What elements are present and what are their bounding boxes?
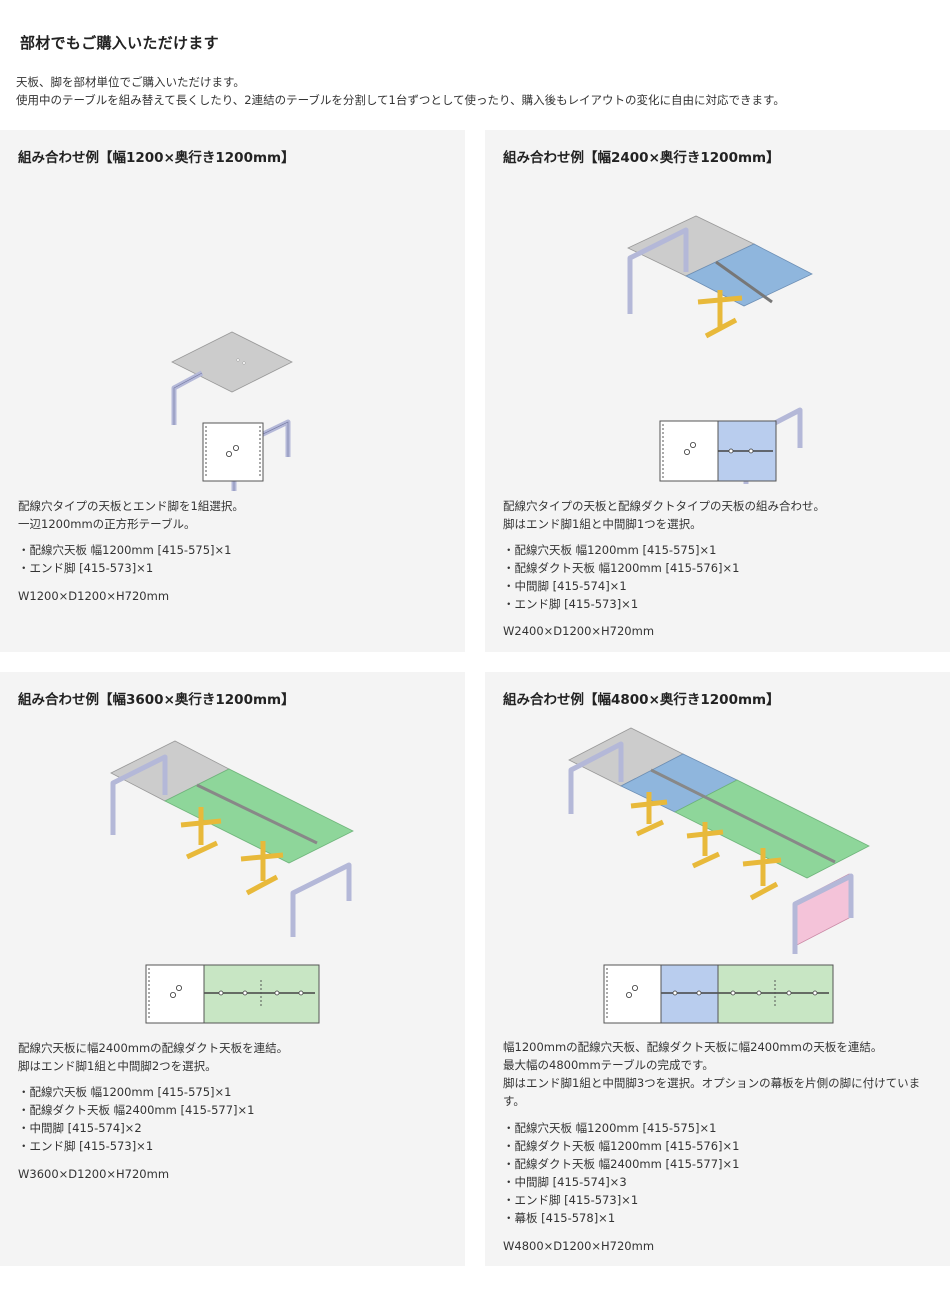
card-title: 組み合わせ例【幅4800×奥行き1200mm】: [503, 692, 780, 708]
card-title: 組み合わせ例【幅1200×奥行き1200mm】: [18, 150, 295, 166]
plan-view-diagram: [145, 964, 320, 1024]
desc-line: 配線穴タイプの天板と配線ダクトタイプの天板の組み合わせ。: [503, 499, 825, 513]
dimensions-text: W2400×D1200×H720mm: [503, 624, 655, 638]
combo-card-4800: 組み合わせ例【幅4800×奥行き1200mm】 幅1200mmの配線穴天板、配線…: [485, 672, 950, 1266]
page-title: 部材でもご購入いただけます: [20, 34, 219, 52]
dimensions-text: W4800×D1200×H720mm: [503, 1239, 655, 1253]
parts-item: ・エンド脚 [415-573]×1: [18, 1139, 154, 1153]
dimensions-text: W3600×D1200×H720mm: [18, 1167, 170, 1181]
card-title: 組み合わせ例【幅3600×奥行き1200mm】: [18, 692, 295, 708]
plan-view-diagram: [202, 422, 264, 482]
parts-item: ・配線ダクト天板 幅1200mm [415-576]×1: [503, 1139, 740, 1153]
combo-card-1200: 組み合わせ例【幅1200×奥行き1200mm】 配線穴タイプの天板とエンド脚を1…: [0, 130, 465, 652]
desc-line: 一辺1200mmの正方形テーブル。: [18, 517, 196, 531]
parts-list: ・配線穴天板 幅1200mm [415-575]×1 ・配線ダクト天板 幅240…: [18, 1083, 254, 1155]
parts-list: ・配線穴天板 幅1200mm [415-575]×1 ・エンド脚 [415-57…: [18, 541, 231, 577]
parts-item: ・中間脚 [415-574]×3: [503, 1175, 627, 1189]
isometric-table-illustration: [568, 727, 870, 954]
combo-card-3600: 組み合わせ例【幅3600×奥行き1200mm】 配線穴天板に幅2400mmの配線…: [0, 672, 465, 1266]
desc-line: 最大幅の4800mmテーブルの完成です。: [503, 1058, 714, 1072]
parts-list: ・配線穴天板 幅1200mm [415-575]×1 ・配線ダクト天板 幅120…: [503, 541, 739, 613]
parts-item: ・配線ダクト天板 幅2400mm [415-577]×1: [18, 1103, 255, 1117]
parts-item: ・配線ダクト天板 幅1200mm [415-576]×1: [503, 561, 740, 575]
card-description: 幅1200mmの配線穴天板、配線ダクト天板に幅2400mmの天板を連結。 最大幅…: [503, 1038, 933, 1110]
intro-line: 使用中のテーブルを組み替えて長くしたり、2連結のテーブルを分割して1台ずつとして…: [16, 93, 785, 107]
parts-item: ・配線穴天板 幅1200mm [415-575]×1: [503, 543, 717, 557]
desc-line: 幅1200mmの配線穴天板、配線ダクト天板に幅2400mmの天板を連結。: [503, 1040, 883, 1054]
parts-item: ・中間脚 [415-574]×1: [503, 579, 627, 593]
parts-item: ・配線穴天板 幅1200mm [415-575]×1: [503, 1121, 717, 1135]
card-description: 配線穴タイプの天板と配線ダクトタイプの天板の組み合わせ。 脚はエンド脚1組と中間…: [503, 497, 933, 533]
card-title: 組み合わせ例【幅2400×奥行き1200mm】: [503, 150, 780, 166]
parts-item: ・エンド脚 [415-573]×1: [18, 561, 154, 575]
desc-line: 配線穴天板に幅2400mmの配線ダクト天板を連結。: [18, 1041, 289, 1055]
parts-item: ・幕板 [415-578]×1: [503, 1211, 616, 1225]
parts-item: ・配線穴天板 幅1200mm [415-575]×1: [18, 543, 232, 557]
desc-line: 脚はエンド脚1組と中間脚1つを選択。: [503, 517, 702, 531]
intro-line: 天板、脚を部材単位でご購入いただけます。: [16, 75, 245, 89]
parts-list: ・配線穴天板 幅1200mm [415-575]×1 ・配線ダクト天板 幅120…: [503, 1119, 739, 1227]
parts-item: ・エンド脚 [415-573]×1: [503, 597, 639, 611]
parts-item: ・エンド脚 [415-573]×1: [503, 1193, 639, 1207]
combo-card-2400: 組み合わせ例【幅2400×奥行き1200mm】 配線穴タイプの天板と配線ダクトタ…: [485, 130, 950, 652]
desc-line: 配線穴タイプの天板とエンド脚を1組選択。: [18, 499, 244, 513]
desc-line: 脚はエンド脚1組と中間脚3つを選択。オプションの幕板を片側の脚に付けています。: [503, 1076, 921, 1108]
isometric-table-illustration: [110, 740, 354, 937]
parts-item: ・中間脚 [415-574]×2: [18, 1121, 142, 1135]
card-description: 配線穴タイプの天板とエンド脚を1組選択。 一辺1200mmの正方形テーブル。: [18, 497, 448, 533]
parts-item: ・配線穴天板 幅1200mm [415-575]×1: [18, 1085, 232, 1099]
desc-line: 脚はエンド脚1組と中間脚2つを選択。: [18, 1059, 217, 1073]
plan-view-diagram: [659, 420, 777, 482]
card-description: 配線穴天板に幅2400mmの配線ダクト天板を連結。 脚はエンド脚1組と中間脚2つ…: [18, 1039, 448, 1075]
parts-item: ・配線ダクト天板 幅2400mm [415-577]×1: [503, 1157, 740, 1171]
plan-view-diagram: [603, 964, 834, 1024]
intro-text: 天板、脚を部材単位でご購入いただけます。 使用中のテーブルを組み替えて長くしたり…: [16, 73, 936, 109]
dimensions-text: W1200×D1200×H720mm: [18, 589, 170, 603]
